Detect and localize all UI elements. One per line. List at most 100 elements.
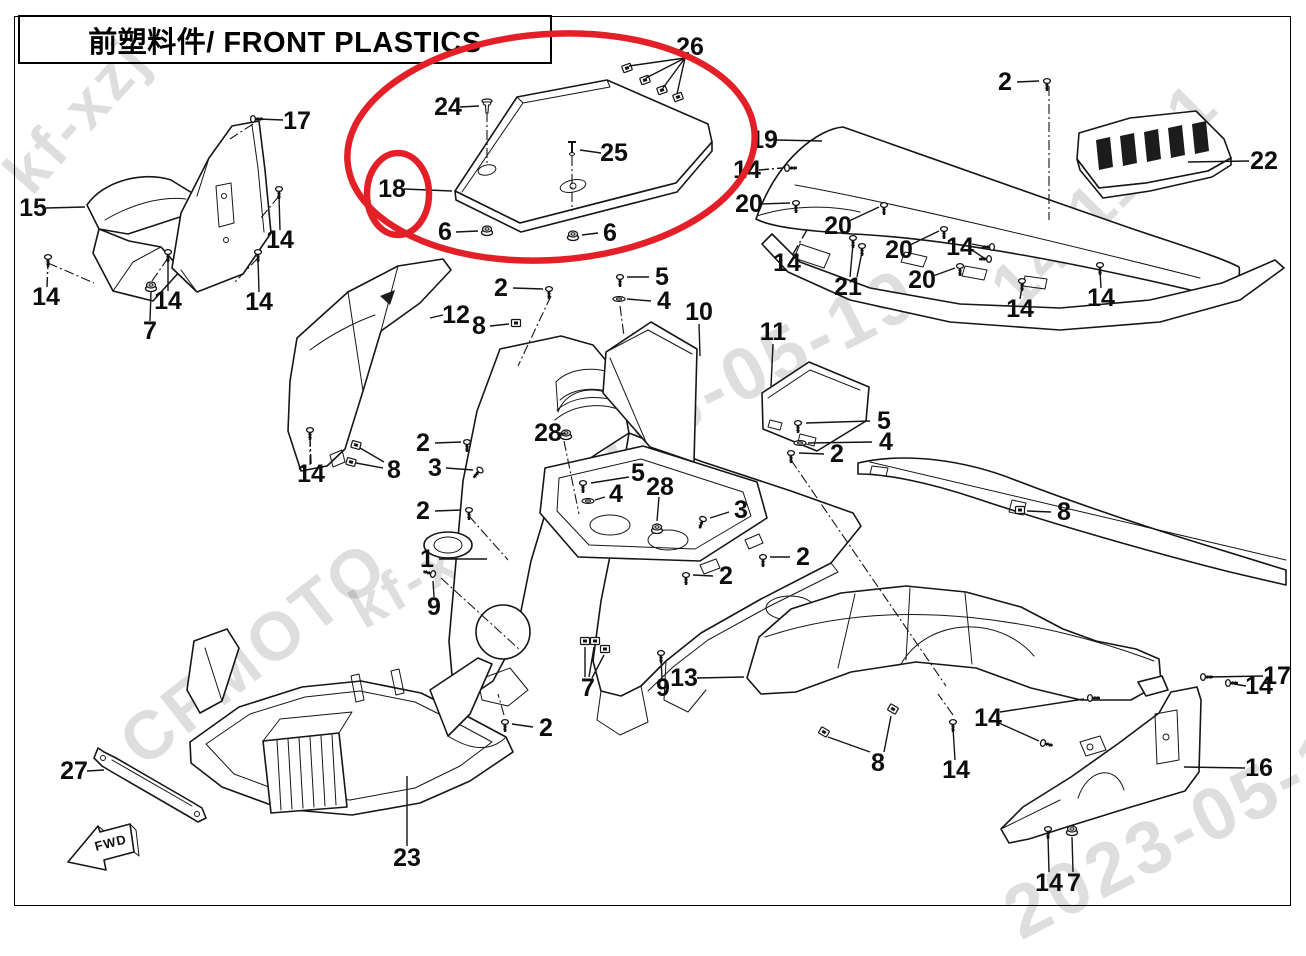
assembly-axis-line — [619, 305, 625, 337]
screw-icon — [544, 285, 554, 299]
assembly-axis-line — [229, 123, 254, 140]
leader-line — [775, 139, 823, 142]
leader-line — [355, 462, 384, 469]
leader-line — [827, 736, 871, 753]
leader-line — [971, 243, 988, 248]
leader-line — [1208, 675, 1264, 678]
callout-number: 24 — [434, 93, 462, 121]
leader-line — [1183, 766, 1246, 769]
callout-11: 11 — [760, 318, 787, 387]
assembly-axis-line — [497, 693, 505, 716]
part-1-front-center-panel — [423, 335, 862, 736]
assembly-axis-line — [937, 693, 954, 716]
leader-line — [489, 323, 510, 327]
callout-24: 24 — [434, 93, 480, 121]
callout-number: 14 — [974, 704, 1002, 732]
callout-number: 22 — [1250, 147, 1278, 175]
callout-number: 20 — [824, 212, 852, 240]
part-19-hood — [755, 126, 1285, 331]
callout-number: 14 — [266, 226, 294, 254]
part-sill-right — [857, 457, 1287, 586]
callout-number: 6 — [438, 218, 452, 246]
callout-number: 3 — [734, 496, 748, 524]
clip-icon — [621, 62, 633, 74]
leader-line — [676, 57, 686, 95]
callout-number: 18 — [378, 175, 406, 203]
callout-number: 15 — [19, 194, 47, 222]
assembly-axis-line — [259, 195, 280, 220]
part-13-fender-flare-right — [746, 585, 1162, 701]
callout-number: 14 — [154, 287, 182, 315]
clip-icon — [672, 91, 684, 103]
page-border-frame — [14, 16, 1291, 906]
callout-number: 7 — [581, 674, 595, 702]
leader-line — [792, 229, 808, 255]
leader-line — [594, 496, 606, 501]
callout-number: 12 — [442, 301, 470, 329]
screw-icon — [1224, 678, 1238, 688]
parts-diagram-page: kf-xzjkf-xzjCFMOTO2023-05-1914:11:112023… — [0, 15, 1306, 955]
callout-number: 14 — [245, 288, 273, 316]
washer-icon — [581, 497, 595, 505]
callout-number: 5 — [877, 407, 891, 435]
screw-icon — [423, 570, 437, 578]
callout-7: 7 — [143, 291, 157, 345]
leader-line — [257, 258, 260, 293]
callout-number: 14 — [1006, 295, 1034, 323]
nut-icon — [559, 429, 573, 441]
fwd-arrow: FWD — [67, 823, 140, 871]
callout-20: 20 — [885, 230, 940, 264]
callout-2: 2 — [798, 440, 844, 468]
clip-icon — [887, 703, 899, 715]
leader-line — [660, 658, 663, 679]
leader-line — [656, 496, 660, 522]
callout-14: 14 — [974, 698, 1085, 742]
leader-line — [445, 467, 474, 471]
callout-6: 6 — [438, 218, 479, 246]
leader-line — [698, 323, 701, 357]
callout-number: 27 — [60, 757, 88, 785]
assembly-axis-line — [468, 515, 509, 561]
callout-number: 4 — [657, 287, 671, 315]
part-16-side-bracket-right — [1000, 675, 1202, 844]
callout-number: 17 — [1263, 662, 1291, 690]
nut-icon — [566, 230, 580, 242]
screw-icon — [791, 199, 801, 213]
callout-20: 20 — [908, 266, 956, 294]
screw-icon — [1095, 261, 1105, 275]
leader-line — [432, 580, 435, 598]
callout-12: 12 — [429, 301, 470, 329]
callout-number: 16 — [1245, 754, 1273, 782]
callout-number: 5 — [631, 459, 645, 487]
clip-icon — [656, 84, 668, 96]
callout-number: 14 — [773, 249, 801, 277]
leader-line — [359, 447, 385, 463]
callout-number: 2 — [796, 543, 810, 571]
callout-8: 8 — [827, 715, 892, 777]
nut-icon — [650, 523, 664, 535]
callout-number: 2 — [494, 274, 508, 302]
leader-line — [511, 723, 534, 728]
callout-number: 11 — [760, 318, 787, 346]
callout-16: 16 — [1183, 754, 1273, 782]
callout-14: 14 — [946, 233, 988, 261]
callout-number: 8 — [1057, 498, 1071, 526]
callout-number: 14 — [1087, 284, 1115, 312]
leader-line — [807, 441, 873, 444]
callout-14: 14 — [32, 262, 60, 311]
callout-28: 28 — [534, 419, 567, 447]
leader-line — [590, 476, 630, 484]
leader-line — [1233, 683, 1247, 687]
callout-20: 20 — [824, 206, 880, 240]
screw-icon — [1039, 739, 1053, 747]
clip-icon — [345, 457, 357, 467]
callout-25: 25 — [579, 139, 628, 167]
leader-line — [709, 511, 730, 519]
callout-14: 14 — [1087, 270, 1115, 312]
callout-20: 20 — [735, 190, 791, 218]
callout-number: 28 — [534, 419, 562, 447]
callout-number: 10 — [685, 298, 713, 326]
callout-number: 4 — [879, 428, 893, 456]
callout-number: 9 — [427, 593, 441, 621]
callout-number: 2 — [998, 68, 1012, 96]
